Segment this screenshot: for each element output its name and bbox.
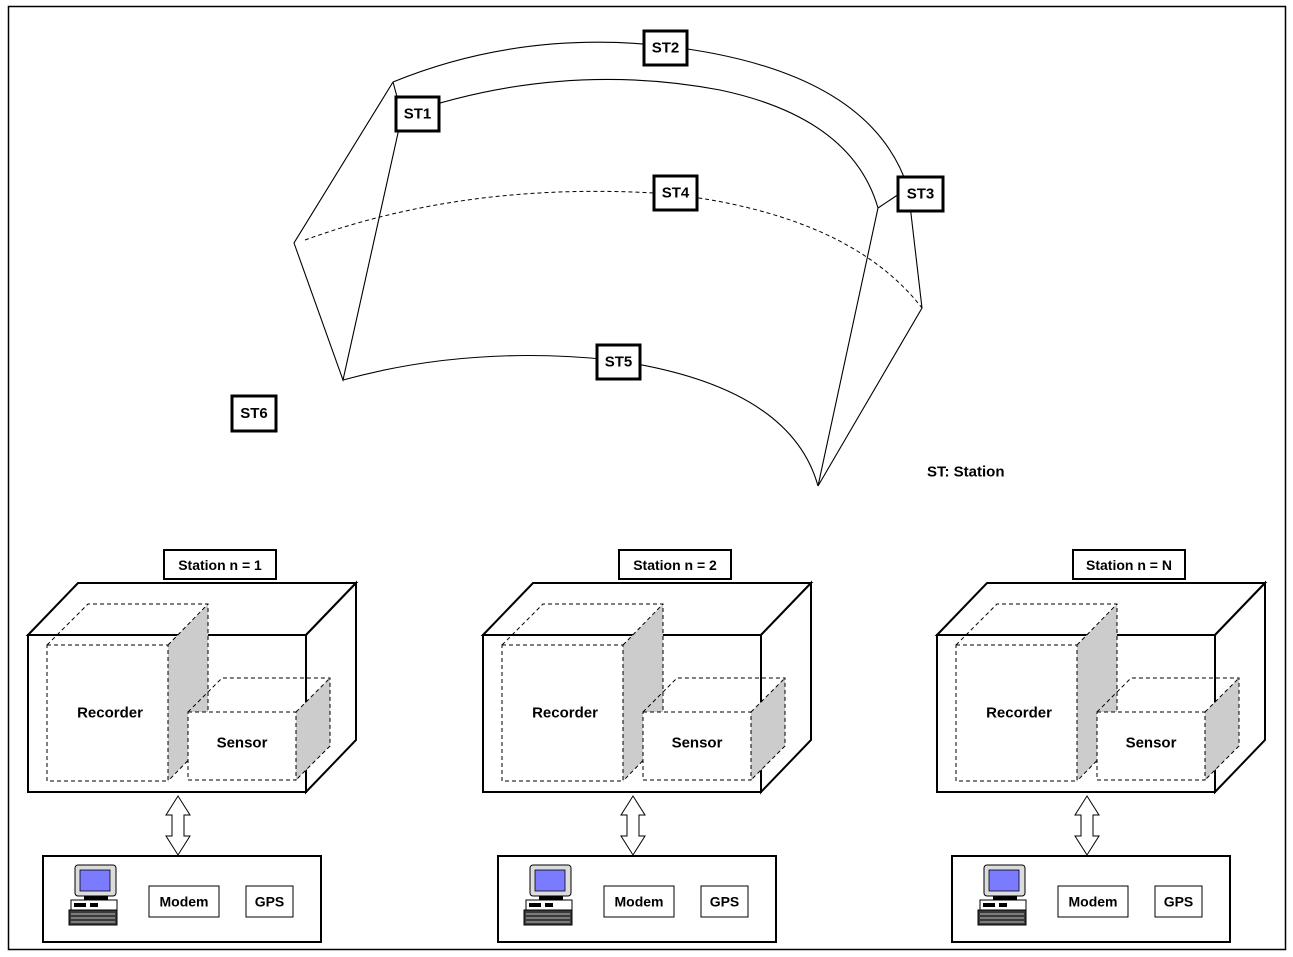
gps-frame — [700, 885, 749, 918]
sensor-block: Sensor — [642, 677, 786, 781]
top-inner-arc — [392, 78, 879, 209]
modem-label: Modem — [615, 894, 664, 910]
link-arrow — [165, 795, 191, 856]
sensor-block: Sensor — [1096, 677, 1240, 781]
left-edges — [293, 81, 403, 382]
svg-text:ST2: ST2 — [652, 40, 680, 57]
station-label-st5: ST5 — [595, 343, 642, 381]
sensor-shade — [1205, 678, 1239, 780]
pc-drive-2 — [545, 903, 553, 907]
station-label-st3: ST3 — [896, 175, 945, 213]
keyboard-keys — [526, 913, 570, 923]
computer-icon — [523, 864, 573, 926]
station-title-text: Station n = 1 — [178, 557, 262, 573]
pc-drive-2 — [999, 903, 1007, 907]
svg-text:ST3: ST3 — [907, 186, 935, 203]
recorder-outline-back — [46, 603, 209, 782]
recorder-outline-back — [955, 603, 1118, 782]
pc-drive — [983, 903, 995, 907]
station-label-st6: ST6 — [230, 394, 278, 433]
communication-box: Modem GPS — [42, 855, 322, 943]
station-title-text: Station n = N — [1086, 557, 1172, 573]
sensor-outline-back — [187, 677, 331, 781]
network-surface: ST2 ST1 ST4 ST3 ST5 ST6 ST: Station — [230, 29, 1005, 487]
sensor-outline-back — [1096, 677, 1240, 781]
computer-icon — [68, 864, 118, 926]
monitor-screen — [988, 869, 1020, 892]
sensor-block: Sensor — [187, 677, 331, 781]
station-title-label: Station n = 1 — [163, 549, 277, 580]
modem-frame — [148, 885, 220, 918]
gps-box: GPS — [700, 885, 749, 918]
pc-drive — [529, 903, 541, 907]
gps-frame — [245, 885, 294, 918]
sensor-shade — [296, 678, 330, 780]
station-title-text: Station n = 2 — [633, 557, 717, 573]
station-title-label: Station n = N — [1072, 549, 1186, 580]
link-arrow — [620, 795, 646, 856]
station-label-st1: ST1 — [394, 95, 441, 133]
sensor-front — [1096, 711, 1206, 781]
recorder-front — [46, 644, 169, 782]
sensor-label: Sensor — [1126, 735, 1177, 752]
svg-text:ST5: ST5 — [605, 354, 633, 371]
recorder-outline-back — [501, 603, 664, 782]
station-title-label: Station n = 2 — [618, 549, 732, 580]
sensor-label: Sensor — [672, 735, 723, 752]
right-edges — [817, 187, 923, 487]
monitor-screen — [534, 869, 566, 892]
gps-frame — [1154, 885, 1203, 918]
communication-box: Modem GPS — [497, 855, 777, 943]
pc-drive — [74, 903, 86, 907]
monitor-stand — [539, 896, 563, 900]
svg-text:ST6: ST6 — [240, 405, 268, 422]
hidden-mid-arc — [304, 190, 923, 309]
legend-text: ST: Station — [927, 464, 1005, 481]
keyboard-keys — [71, 913, 115, 923]
recorder-label: Recorder — [532, 705, 598, 722]
recorder-label: Recorder — [77, 705, 143, 722]
gps-label: GPS — [710, 894, 740, 910]
station-label-st4: ST4 — [652, 174, 699, 212]
keyboard-keys — [980, 913, 1024, 923]
sensor-shade — [751, 678, 785, 780]
sensor-outline-back — [642, 677, 786, 781]
computer-icon — [977, 864, 1027, 926]
svg-text:ST4: ST4 — [662, 185, 690, 202]
gps-box: GPS — [245, 885, 294, 918]
sensor-front — [642, 711, 752, 781]
recorder-label: Recorder — [986, 705, 1052, 722]
modem-label: Modem — [160, 894, 209, 910]
modem-frame — [1057, 885, 1129, 918]
svg-text:ST1: ST1 — [404, 106, 432, 123]
sensor-label: Sensor — [217, 735, 268, 752]
modem-box: Modem — [603, 885, 675, 918]
sensor-front — [187, 711, 297, 781]
modem-box: Modem — [1057, 885, 1129, 918]
monitor-screen — [79, 869, 111, 892]
modem-label: Modem — [1069, 894, 1118, 910]
monitor-stand — [993, 896, 1017, 900]
communication-box: Modem GPS — [951, 855, 1231, 943]
outer-frame — [7, 5, 1287, 951]
recorder-front — [955, 644, 1078, 782]
bottom-arc — [342, 354, 819, 487]
monitor-stand — [84, 896, 108, 900]
station-label-st2: ST2 — [642, 29, 689, 67]
modem-box: Modem — [148, 885, 220, 918]
gps-box: GPS — [1154, 885, 1203, 918]
pc-drive-2 — [90, 903, 98, 907]
recorder-front — [501, 644, 624, 782]
gps-label: GPS — [255, 894, 285, 910]
gps-label: GPS — [1164, 894, 1194, 910]
modem-frame — [603, 885, 675, 918]
link-arrow — [1074, 795, 1100, 856]
